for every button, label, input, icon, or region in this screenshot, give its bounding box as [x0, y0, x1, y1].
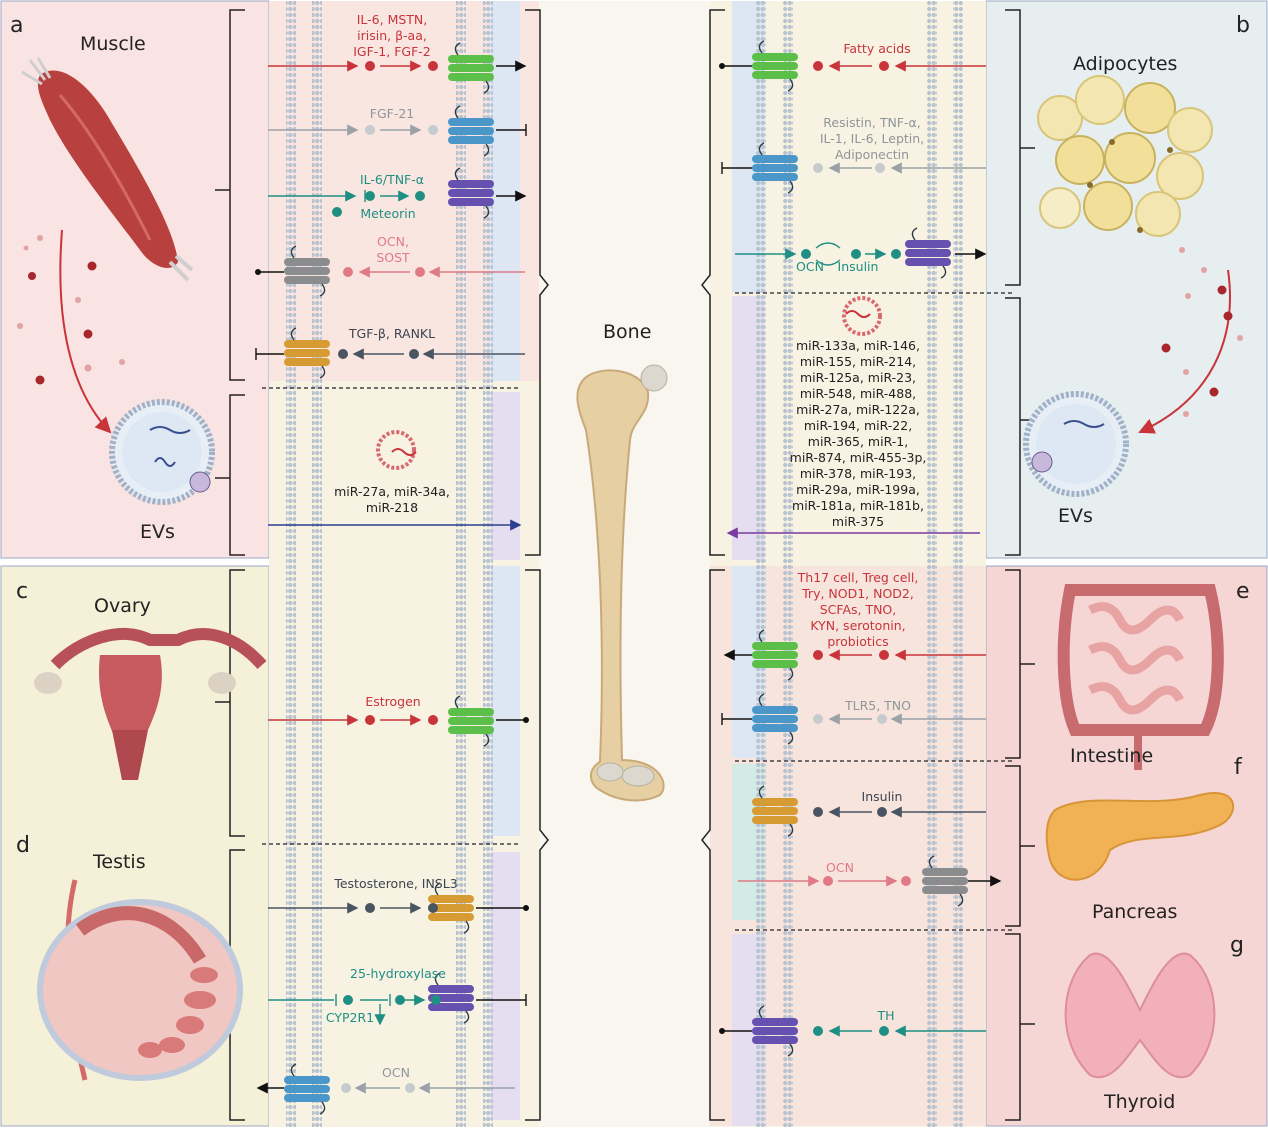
mirna-label: miR-29a, miR-199a, [796, 482, 920, 497]
organ-label-ovary: Ovary [94, 595, 151, 617]
organ-label-pancreas: Pancreas [1092, 901, 1177, 923]
panel-letter-c: c [16, 579, 28, 604]
factor-label: Insulin [862, 789, 903, 804]
factor-label: probiotics [827, 634, 888, 649]
mirna-label: miR-378, miR-193, [800, 466, 916, 481]
mirna-label: miR-155, miR-214, [800, 354, 916, 369]
adipocytes-ev-vesicle [1023, 391, 1129, 497]
testis-illustration [37, 879, 243, 1081]
factor-label: OCN [826, 860, 854, 875]
adipocyte-mirna-list: miR-133a, miR-146, miR-155, miR-214, miR… [790, 338, 927, 529]
mirna-label: miR-181a, miR-181b, [792, 498, 924, 513]
mirna-label: miR-194, miR-22, [804, 418, 912, 433]
organ-label-muscle: Muscle [80, 33, 146, 55]
factor-label: Resistin, TNF-α, [823, 115, 920, 130]
factor-label: KYN, serotonin, [810, 618, 905, 633]
center-label-bone: Bone [603, 321, 651, 343]
mirna-label: miR-874, miR-455-3p, [790, 450, 927, 465]
factor-label: irisin, β-aa, [357, 28, 427, 43]
factor-label: Fatty acids [843, 41, 910, 56]
factor-label: Try, NOD1, NOD2, [801, 586, 914, 601]
organ-label-intestine: Intestine [1070, 745, 1153, 767]
muscle-illustration [21, 57, 194, 282]
factor-label: Meteorin [360, 206, 415, 221]
panel-letter-d: d [16, 833, 30, 858]
intestine-illustration [1057, 584, 1224, 770]
factor-label: IGF-1, FGF-2 [353, 44, 431, 59]
pancreas-illustration [1045, 792, 1235, 881]
factor-label: TLR5, TNO [844, 698, 911, 713]
ovary-illustration [34, 628, 267, 780]
factor-label: TH [876, 1008, 894, 1023]
factor-label: Estrogen [365, 694, 420, 709]
factor-label: Testosterone, INSL3 [333, 876, 457, 891]
panel-letter-e: e [1236, 579, 1250, 604]
ev-label-muscle: EVs [140, 521, 175, 543]
factor-label: Adiponectin [835, 147, 909, 162]
separators [262, 292, 1014, 931]
mirna-icons [376, 296, 882, 470]
factor-label: Insulin [838, 259, 879, 274]
mirna-label: miR-27a, miR-122a, [796, 402, 920, 417]
factor-label: IL-1, IL-6, Leptin, [820, 131, 924, 146]
panel-letter-a: a [10, 13, 23, 38]
text-layer: a Muscle EVs IL-6, MSTN, irisin, β-aa, I… [10, 12, 1250, 1113]
mirna-label: miR-218 [366, 500, 418, 515]
organ-label-testis: Testis [92, 851, 146, 873]
mirna-label: miR-125a, miR-23, [800, 370, 916, 385]
ligand-dots [332, 61, 911, 1093]
panel-letter-g: g [1230, 933, 1244, 958]
muscle-ev-vesicle [109, 399, 215, 505]
adipocytes-illustration [1037, 75, 1213, 237]
factor-label: SCFAs, TNO, [820, 602, 897, 617]
bone-illustration [576, 364, 668, 802]
mirna-label: miR-375 [832, 514, 884, 529]
muscle-ev-release [17, 229, 125, 434]
factor-label: Th17 cell, Treg cell, [797, 570, 919, 585]
factor-label: TGF-β, RANKL [348, 326, 435, 341]
factor-label: OCN [796, 259, 824, 274]
signal-arrows [255, 60, 1002, 1094]
mirna-label: miR-548, miR-488, [800, 386, 916, 401]
factor-label: OCN, [377, 234, 409, 249]
factor-label: CYP2R1 [326, 1010, 374, 1025]
factor-label: IL-6/TNF-α [360, 172, 424, 187]
factor-label: 25-hydroxylase [350, 966, 446, 981]
organ-label-adipocytes: Adipocytes [1073, 53, 1177, 75]
mirna-label: miR-365, miR-1, [808, 434, 908, 449]
factor-label: IL-6, MSTN, [357, 12, 428, 27]
panel-letter-f: f [1234, 755, 1243, 780]
mirna-label: miR-133a, miR-146, [796, 338, 920, 353]
factor-label: OCN [382, 1065, 410, 1080]
ev-label-adipocytes: EVs [1058, 505, 1093, 527]
adipocytes-ev-release [1138, 247, 1243, 434]
panel-letter-b: b [1236, 13, 1250, 38]
thyroid-illustration [1064, 952, 1216, 1079]
factor-label: SOST [376, 250, 410, 265]
organ-label-thyroid: Thyroid [1103, 1091, 1175, 1113]
factor-label: FGF-21 [370, 106, 414, 121]
membranes [286, 1, 963, 1127]
mirna-label: miR-27a, miR-34a, [334, 484, 450, 499]
